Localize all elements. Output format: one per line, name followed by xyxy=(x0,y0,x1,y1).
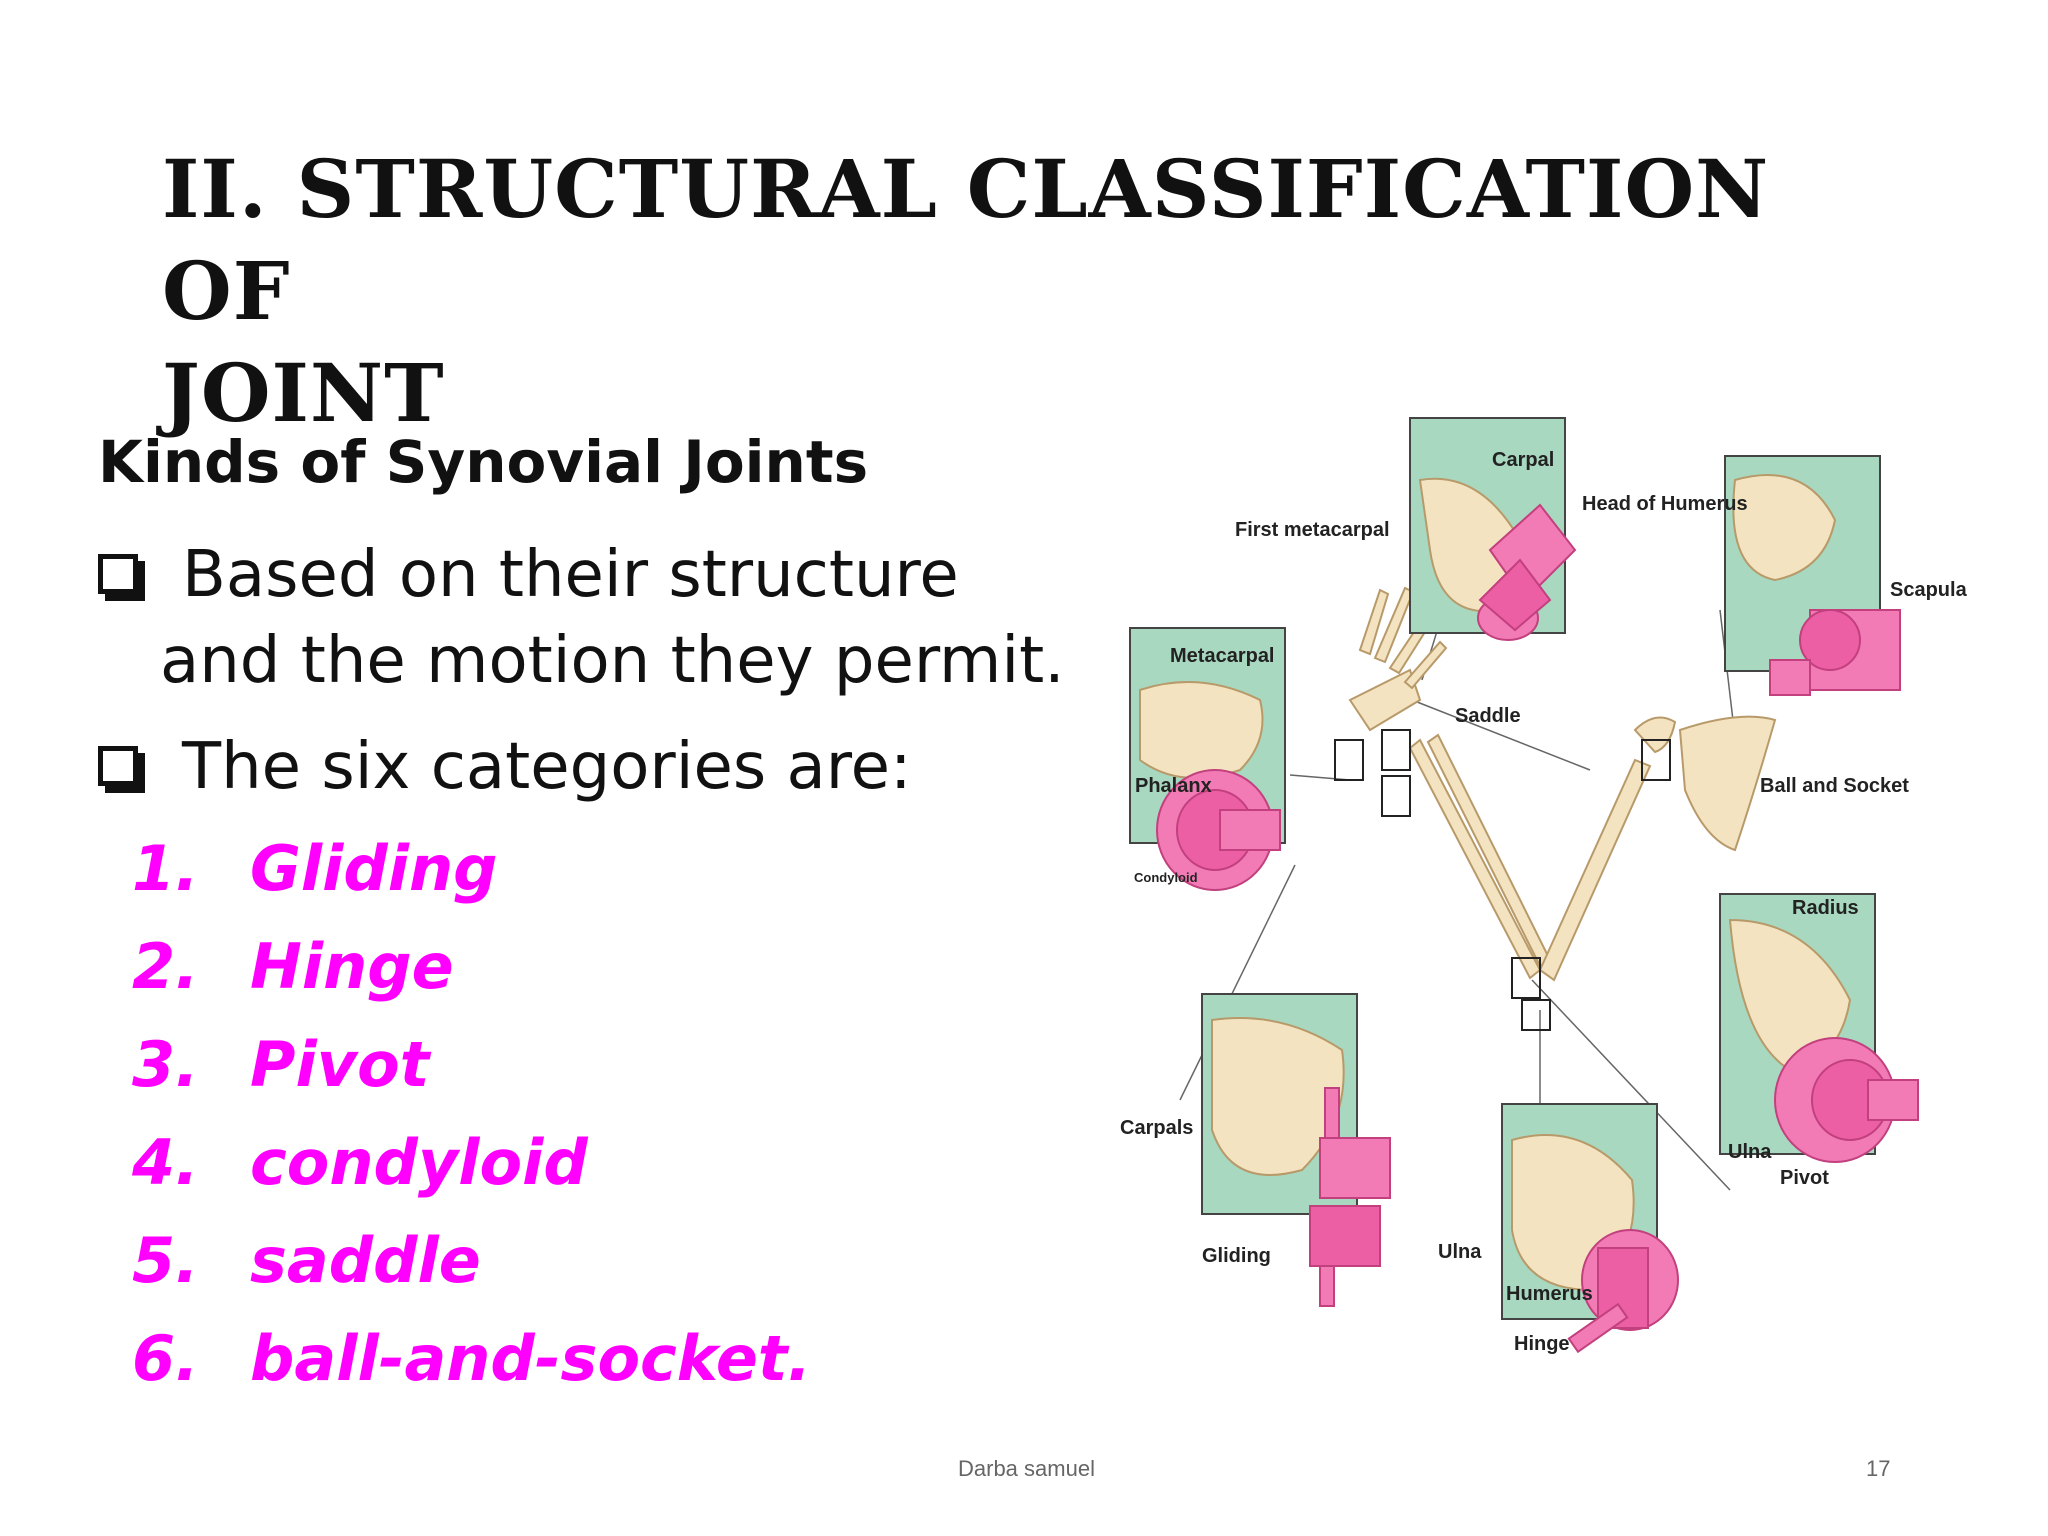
label-ulna-right: Ulna xyxy=(1728,1141,1772,1163)
checkbox-bullet-icon xyxy=(98,746,138,786)
joints-illustration: Carpal First metacarpal Saddle Head of H… xyxy=(1120,417,1968,1355)
title-line-1: II. Structural Classification of xyxy=(162,142,1770,338)
list-item: 1.Gliding xyxy=(132,832,498,905)
hinge-joint-panel xyxy=(1501,1103,1679,1354)
title-line-2: joint xyxy=(162,346,445,440)
label-metacarpal: Metacarpal xyxy=(1170,645,1275,667)
label-hinge: Hinge xyxy=(1514,1333,1570,1355)
label-radius: Radius xyxy=(1792,897,1859,919)
label-humerus: Humerus xyxy=(1506,1283,1593,1305)
label-scapula: Scapula xyxy=(1890,579,1968,601)
saddle-joint-panel xyxy=(1409,417,1577,641)
label-saddle: Saddle xyxy=(1455,705,1521,727)
list-item: 5.saddle xyxy=(132,1224,481,1297)
bullet-categories: The six categories are: xyxy=(98,724,912,810)
list-item: 4.condyloid xyxy=(132,1126,588,1199)
label-first-metacarpal: First metacarpal xyxy=(1235,519,1390,541)
label-condyloid: Condyloid xyxy=(1134,870,1198,885)
page-number: 17 xyxy=(1866,1456,1891,1481)
condyloid-joint-panel xyxy=(1129,627,1286,891)
label-ball-and-socket: Ball and Socket xyxy=(1760,775,1909,797)
bullet-text-line-1: Based on their structure xyxy=(182,538,959,612)
checkbox-bullet-icon xyxy=(98,554,138,594)
bullet-text-line-2: and the motion they permit. xyxy=(160,624,1065,698)
list-item: 3.Pivot xyxy=(132,1028,430,1101)
label-head-of-humerus: Head of Humerus xyxy=(1582,493,1748,515)
slide-title: II. Structural Classification of joint xyxy=(162,138,1802,444)
label-phalanx: Phalanx xyxy=(1135,775,1212,797)
footer-author: Darba samuel xyxy=(958,1456,1095,1481)
ball-and-socket-joint-panel xyxy=(1724,455,1901,696)
arm-skeleton xyxy=(1348,586,1777,982)
label-pivot: Pivot xyxy=(1780,1167,1829,1189)
bullet-structure: Based on their structure and the motion … xyxy=(98,532,1065,704)
label-carpals: Carpals xyxy=(1120,1117,1193,1139)
categories-list: 1.Gliding 2.Hinge 3.Pivot 4.condyloid 5.… xyxy=(132,820,811,1408)
label-gliding: Gliding xyxy=(1202,1245,1271,1267)
list-item: 6.ball-and-socket. xyxy=(132,1322,812,1395)
bullet-categories-text: The six categories are: xyxy=(182,730,912,804)
gliding-joint-panel xyxy=(1201,993,1391,1307)
pivot-joint-panel xyxy=(1719,893,1919,1163)
list-item: 2.Hinge xyxy=(132,930,454,1003)
synovial-joints-figure: Carpal First metacarpal Saddle Head of H… xyxy=(1120,400,1980,1410)
label-carpal: Carpal xyxy=(1492,449,1554,471)
label-ulna-bottom: Ulna xyxy=(1438,1241,1482,1263)
section-subtitle: Kinds of Synovial Joints xyxy=(98,428,869,496)
